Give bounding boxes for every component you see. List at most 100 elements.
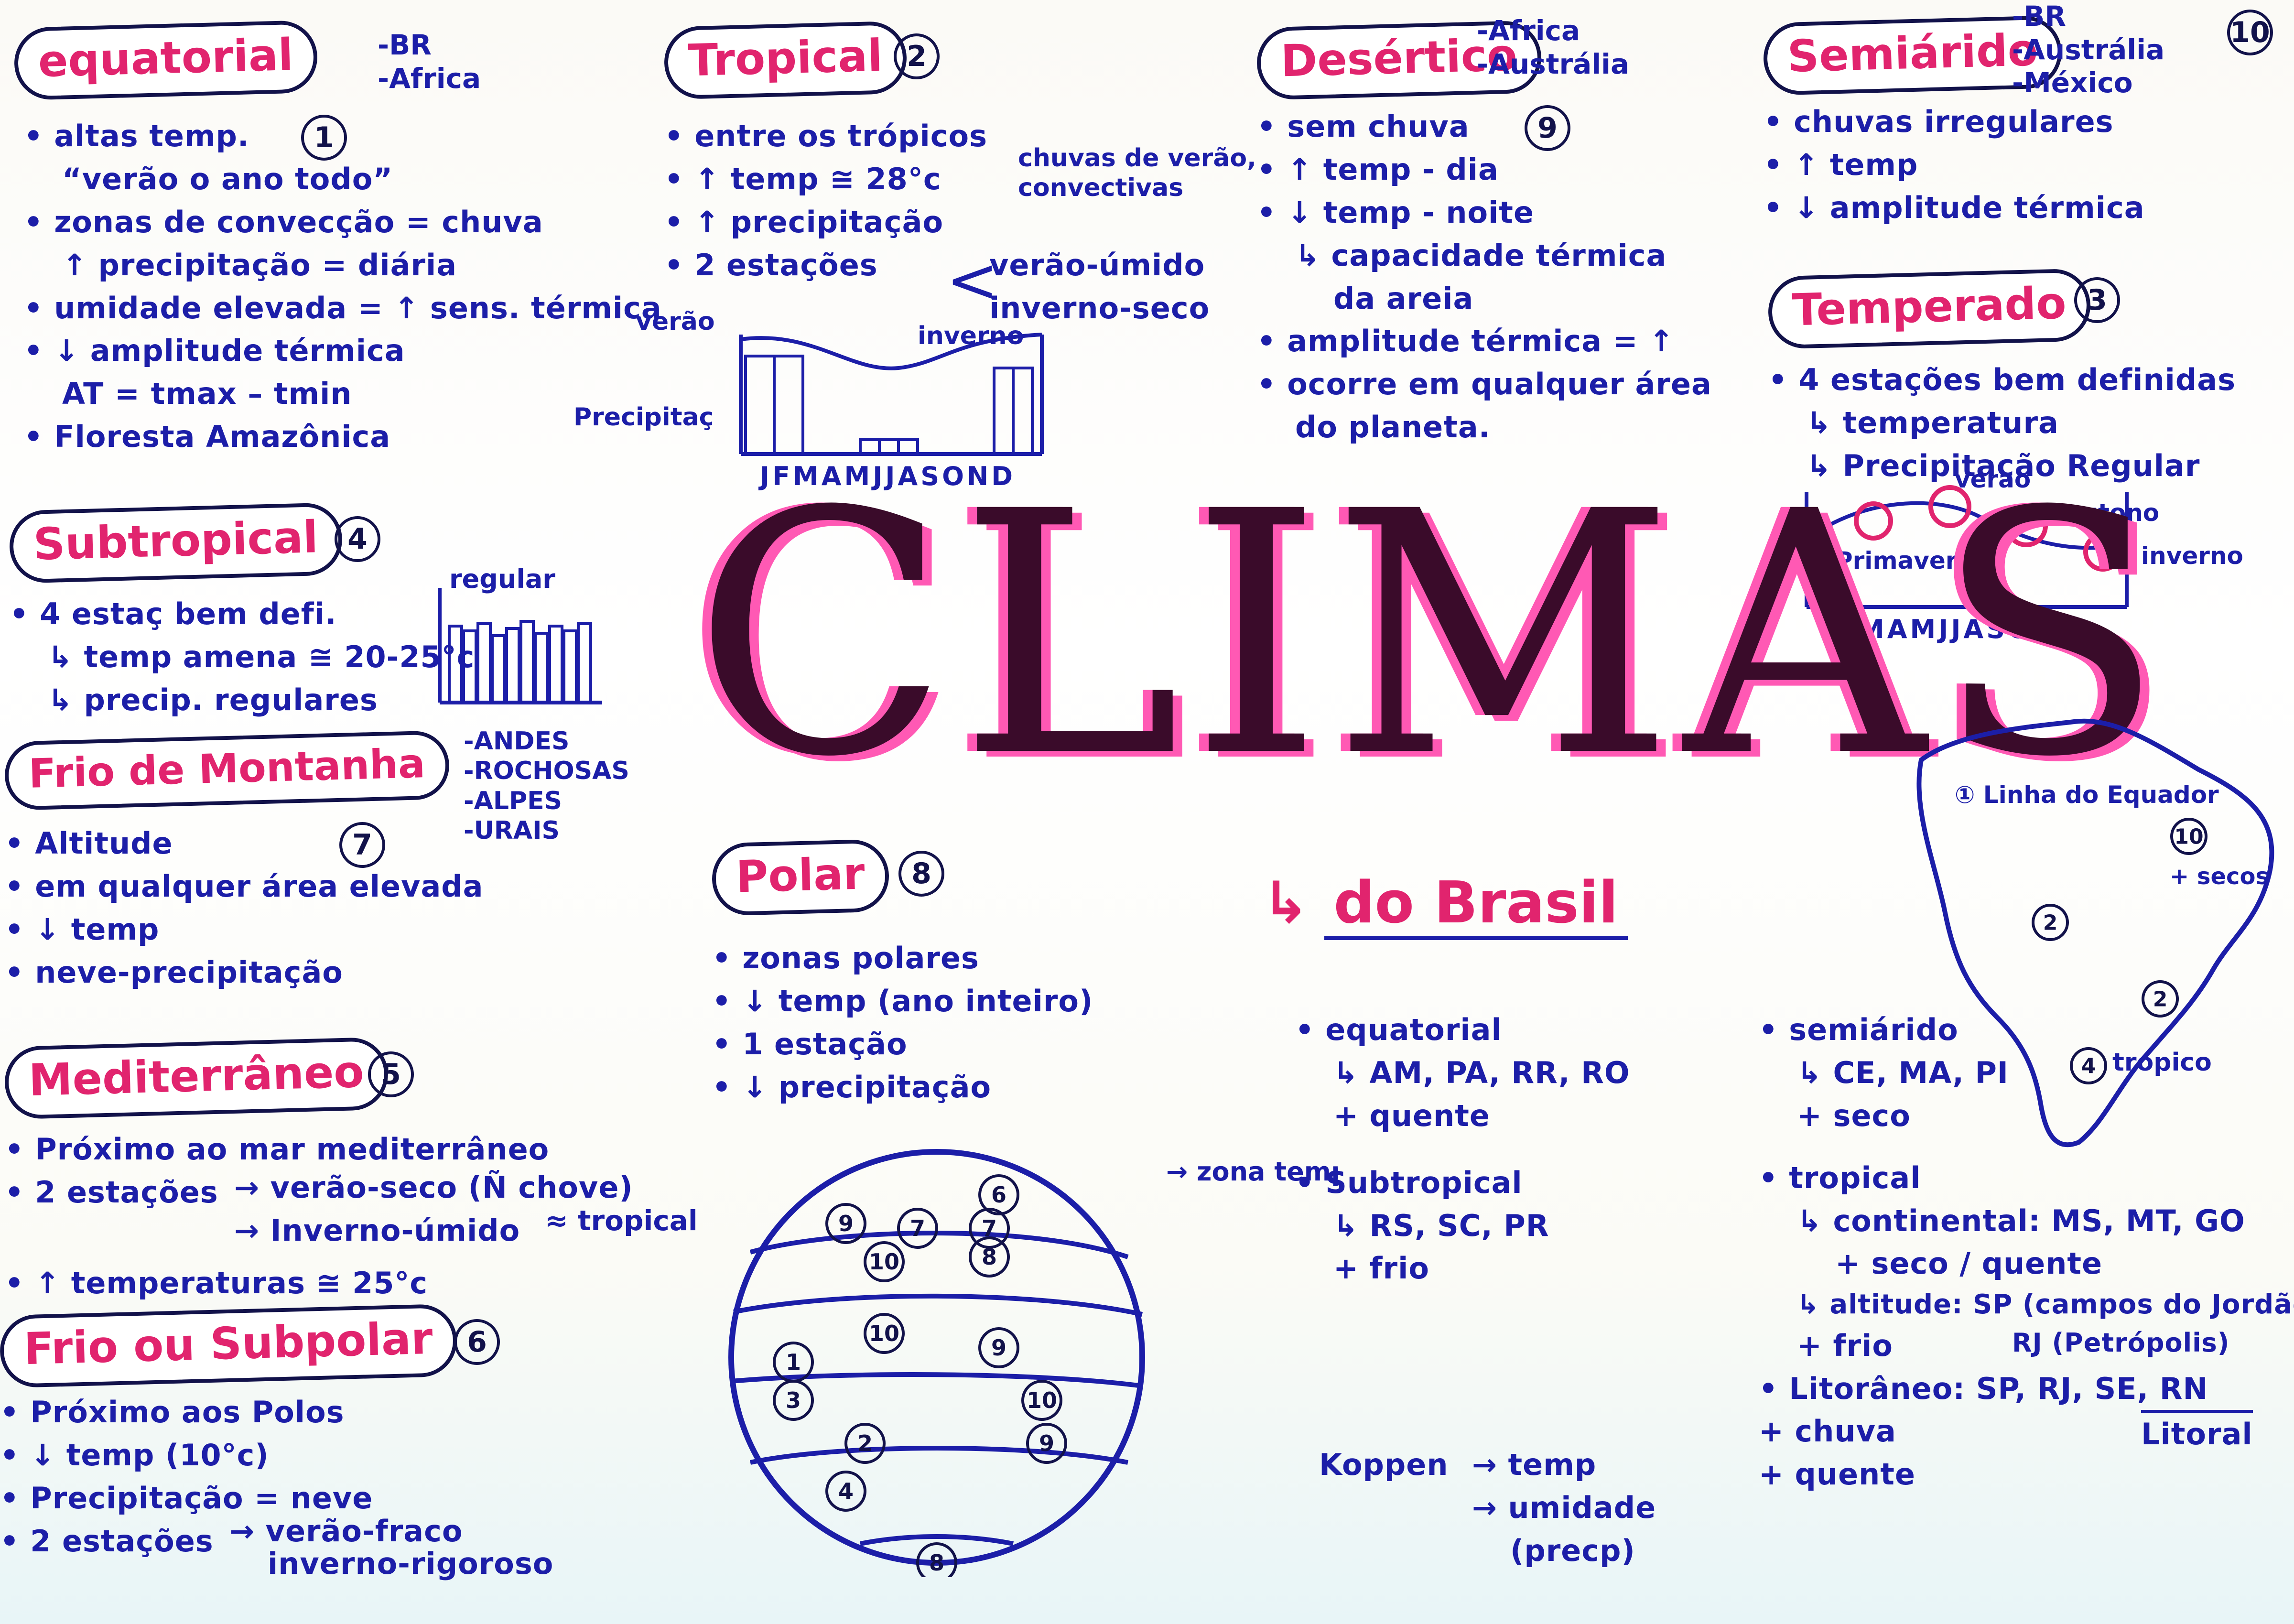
mediterraneo-number: 5 xyxy=(368,1051,414,1097)
zone-marker xyxy=(2170,818,2207,855)
text-line: • ↓ temp xyxy=(5,911,160,947)
brasil-heading: ↳do Brasil xyxy=(1262,870,1628,940)
brasil-equatorial-note: + quente xyxy=(1333,1098,1490,1133)
koppen-item: → umidade xyxy=(1472,1490,1656,1525)
semiarido-region: -BR xyxy=(2012,0,2066,32)
precip-bar xyxy=(534,632,549,704)
zone-marker xyxy=(844,1423,886,1464)
globe-zone-line xyxy=(860,1534,1014,1546)
text-line: • altas temp. xyxy=(24,119,249,153)
zone-marker-label: 2 xyxy=(2153,987,2168,1011)
season-label: verão xyxy=(1955,473,2031,493)
text-line: • ↓ temp - noite xyxy=(1257,195,1534,230)
mediterraneo-section: Mediterrâneo 5 • Próximo ao mar mediterr… xyxy=(4,1037,698,1305)
brasil-equatorial-title: • equatorial xyxy=(1295,1012,1502,1047)
text-line: • em qualquer área elevada xyxy=(5,868,484,904)
zone-marker xyxy=(969,1236,1010,1278)
zone-marker-label: 7 xyxy=(910,1215,925,1241)
precip-bar xyxy=(491,634,506,704)
zone-marker-label: 2 xyxy=(857,1430,873,1456)
text-line: • 2 estações xyxy=(0,1523,214,1559)
brasil-subtropical-note: + frio xyxy=(1333,1251,1429,1286)
text-line: • zonas de convecção = chuva xyxy=(24,204,543,239)
zone-marker xyxy=(978,1174,1019,1215)
brasil-tropical-altitude: ↳ altitude: SP (campos do Jordão) xyxy=(1797,1289,2294,1321)
tropical-rain-note: chuvas de verão, convectivas xyxy=(1018,143,1256,203)
text-line: • Precipitação = neve xyxy=(0,1480,373,1516)
season-label: inverno xyxy=(2141,542,2243,570)
chart-months: JFMAMJJASOND xyxy=(758,461,1016,491)
brasil-litoraneo-title: • Litorâneo: SP, RJ, SE, RN xyxy=(1759,1371,2208,1406)
zone-marker xyxy=(897,1208,938,1249)
montanha-region: -ALPES xyxy=(464,786,563,815)
text-line: • 4 estaç bem defi. xyxy=(10,596,337,631)
frio-subpolar-section: Frio ou Subpolar 6 • Próximo aos Polos •… xyxy=(0,1303,553,1580)
text-line: do planeta. xyxy=(1295,410,1491,445)
brasil-litoraneo-note: + quente xyxy=(1759,1457,1915,1492)
season-label: outono xyxy=(2065,499,2159,527)
zone-marker xyxy=(825,1471,866,1512)
polar-title: Polar xyxy=(711,839,890,916)
precip-bar xyxy=(773,355,804,455)
zone-marker xyxy=(978,1327,1019,1368)
montanha-region: -ANDES xyxy=(464,727,570,756)
subpolar-season: inverno-rigoroso xyxy=(268,1546,554,1581)
semiarido-region: -Austrália xyxy=(2012,33,2165,66)
zone-marker xyxy=(2070,1047,2107,1084)
zone-marker-label: 4 xyxy=(838,1478,854,1504)
brasil-heading-text: do Brasil xyxy=(1324,870,1628,940)
precip-bar xyxy=(519,620,535,704)
tropical-season: inverno-seco xyxy=(989,290,1210,325)
desertico-number: 9 xyxy=(1525,105,1570,151)
zone-marker xyxy=(2142,980,2179,1018)
season-marker xyxy=(1928,485,1971,528)
text-line: • umidade elevada = ↑ sens. térmica xyxy=(24,290,662,325)
equatorial-region: -Africa xyxy=(378,62,481,95)
text-line: • Próximo ao mar mediterrâneo xyxy=(5,1132,550,1167)
season-marker xyxy=(2083,532,2122,572)
temperado-number: 3 xyxy=(2074,277,2120,323)
globe-zone-line xyxy=(749,1231,1129,1259)
mediterraneo-season: → Inverno-úmido xyxy=(234,1213,520,1248)
globe-zone-line xyxy=(749,1446,1128,1465)
text-line: • 2 estações xyxy=(664,247,878,282)
tropical-section: Tropical 2 • entre os trópicos • ↑ temp … xyxy=(663,21,1256,325)
zone-marker xyxy=(2032,904,2069,941)
precip-bar xyxy=(1012,367,1034,455)
brasil-subtropical-states: ↳ RS, SC, PR xyxy=(1333,1208,1549,1243)
temperature-curve xyxy=(740,333,1042,370)
brazil-outline xyxy=(1916,718,2274,1148)
subtropical-section: Subtropical 4 • 4 estaç bem defi. ↳ temp… xyxy=(9,502,475,722)
mediterraneo-season: → verão-seco (Ñ chove) xyxy=(234,1169,633,1205)
text-line: AT = tmax – tmin xyxy=(62,376,352,411)
zone-marker-label: 3 xyxy=(786,1387,801,1413)
text-line: • Floresta Amazônica xyxy=(24,419,391,455)
semiarido-section: Semiárido -BR -Austrália -México 10 • ch… xyxy=(1763,0,2273,229)
tropical-season: verão-úmido xyxy=(989,247,1205,282)
text-line: • chuvas irregulares xyxy=(1764,104,2114,139)
polar-number: 8 xyxy=(898,851,944,897)
text-line: • entre os trópicos xyxy=(664,119,988,153)
text-line: • 1 estação xyxy=(712,1026,908,1061)
desertico-section: Desértico -Africa -Austrália 9 • sem chu… xyxy=(1256,14,1712,449)
subtropical-number: 4 xyxy=(335,516,380,562)
brasil-tropical-altitude-note: + frio xyxy=(1797,1328,1893,1363)
text-line: • zonas polares xyxy=(712,941,979,975)
map-label: + secos xyxy=(2170,863,2269,890)
subtropical-chart: regular xyxy=(438,564,602,704)
frio-montanha-title: Frio de Montanha xyxy=(4,730,450,811)
subpolar-season: → verão-fraco xyxy=(229,1513,463,1548)
mediterraneo-title: Mediterrâneo xyxy=(4,1037,389,1120)
zone-marker xyxy=(864,1313,905,1354)
frio-montanha-number: 7 xyxy=(339,822,385,868)
text-line: • ↑ precipitação xyxy=(664,204,944,239)
globe-zone-line xyxy=(733,1293,1143,1317)
text-line: • ↑ temp - dia xyxy=(1257,152,1499,187)
text-line: ↳ temp amena ≅ 20-25°c xyxy=(48,639,475,674)
zone-marker-label: 9 xyxy=(991,1335,1006,1361)
zone-marker-label: 8 xyxy=(982,1244,997,1270)
arrow-icon: ↳ xyxy=(1262,870,1310,936)
brasil-semiarido-states: ↳ CE, MA, PI xyxy=(1797,1055,2009,1090)
zone-marker-label: 9 xyxy=(1039,1430,1054,1456)
season-label: Primavera xyxy=(1835,547,1973,574)
